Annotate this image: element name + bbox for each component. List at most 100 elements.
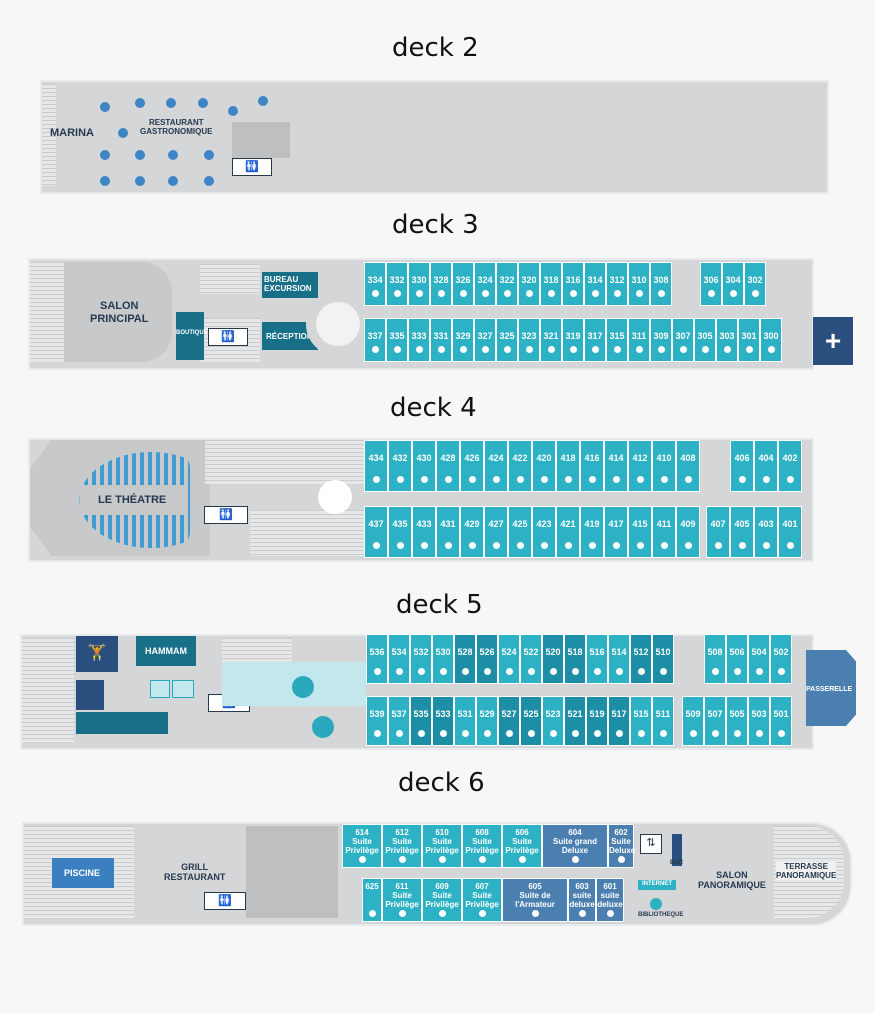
cabin-515[interactable]: 515 <box>630 696 652 746</box>
cabin-308[interactable]: 308 <box>650 262 672 306</box>
cabin-406[interactable]: 406 <box>730 440 754 492</box>
suite-609[interactable]: 609 Suite Privilège <box>422 878 462 922</box>
cabin-527[interactable]: 527 <box>498 696 520 746</box>
cabin-517[interactable]: 517 <box>608 696 630 746</box>
cabin-309[interactable]: 309 <box>650 318 672 362</box>
suite-601[interactable]: 601 suite deluxe <box>596 878 624 922</box>
cabin-533[interactable]: 533 <box>432 696 454 746</box>
cabin-417[interactable]: 417 <box>604 506 628 558</box>
cabin-310[interactable]: 310 <box>628 262 650 306</box>
cabin-324[interactable]: 324 <box>474 262 496 306</box>
cabin-530[interactable]: 530 <box>432 634 454 684</box>
cabin-323[interactable]: 323 <box>518 318 540 362</box>
cabin-312[interactable]: 312 <box>606 262 628 306</box>
cabin-520[interactable]: 520 <box>542 634 564 684</box>
cabin-507[interactable]: 507 <box>704 696 726 746</box>
cabin-303[interactable]: 303 <box>716 318 738 362</box>
cabin-539[interactable]: 539 <box>366 696 388 746</box>
cabin-434[interactable]: 434 <box>364 440 388 492</box>
suite-612[interactable]: 612 Suite Privilège <box>382 824 422 868</box>
cabin-325[interactable]: 325 <box>496 318 518 362</box>
suite-625[interactable]: 625 <box>362 878 382 922</box>
cabin-534[interactable]: 534 <box>388 634 410 684</box>
cabin-328[interactable]: 328 <box>430 262 452 306</box>
cabin-408[interactable]: 408 <box>676 440 700 492</box>
cabin-514[interactable]: 514 <box>608 634 630 684</box>
cabin-318[interactable]: 318 <box>540 262 562 306</box>
cabin-503[interactable]: 503 <box>748 696 770 746</box>
cabin-418[interactable]: 418 <box>556 440 580 492</box>
cabin-335[interactable]: 335 <box>386 318 408 362</box>
cabin-431[interactable]: 431 <box>436 506 460 558</box>
cabin-319[interactable]: 319 <box>562 318 584 362</box>
cabin-424[interactable]: 424 <box>484 440 508 492</box>
cabin-505[interactable]: 505 <box>726 696 748 746</box>
suite-614[interactable]: 614 Suite Privilège <box>342 824 382 868</box>
cabin-321[interactable]: 321 <box>540 318 562 362</box>
cabin-414[interactable]: 414 <box>604 440 628 492</box>
cabin-428[interactable]: 428 <box>436 440 460 492</box>
cabin-419[interactable]: 419 <box>580 506 604 558</box>
cabin-306[interactable]: 306 <box>700 262 722 306</box>
cabin-405[interactable]: 405 <box>730 506 754 558</box>
suite-611[interactable]: 611 Suite Privilège <box>382 878 422 922</box>
cabin-501[interactable]: 501 <box>770 696 792 746</box>
cabin-525[interactable]: 525 <box>520 696 542 746</box>
cabin-423[interactable]: 423 <box>532 506 556 558</box>
cabin-326[interactable]: 326 <box>452 262 474 306</box>
suite-607[interactable]: 607 Suite Privilège <box>462 878 502 922</box>
cabin-426[interactable]: 426 <box>460 440 484 492</box>
cabin-429[interactable]: 429 <box>460 506 484 558</box>
cabin-427[interactable]: 427 <box>484 506 508 558</box>
cabin-317[interactable]: 317 <box>584 318 606 362</box>
cabin-415[interactable]: 415 <box>628 506 652 558</box>
cabin-410[interactable]: 410 <box>652 440 676 492</box>
cabin-510[interactable]: 510 <box>652 634 674 684</box>
suite-603[interactable]: 603 suite deluxe <box>568 878 596 922</box>
cabin-528[interactable]: 528 <box>454 634 476 684</box>
cabin-425[interactable]: 425 <box>508 506 532 558</box>
cabin-432[interactable]: 432 <box>388 440 412 492</box>
cabin-301[interactable]: 301 <box>738 318 760 362</box>
cabin-437[interactable]: 437 <box>364 506 388 558</box>
cabin-511[interactable]: 511 <box>652 696 674 746</box>
cabin-332[interactable]: 332 <box>386 262 408 306</box>
cabin-316[interactable]: 316 <box>562 262 584 306</box>
cabin-307[interactable]: 307 <box>672 318 694 362</box>
cabin-521[interactable]: 521 <box>564 696 586 746</box>
cabin-536[interactable]: 536 <box>366 634 388 684</box>
cabin-433[interactable]: 433 <box>412 506 436 558</box>
cabin-523[interactable]: 523 <box>542 696 564 746</box>
cabin-334[interactable]: 334 <box>364 262 386 306</box>
cabin-421[interactable]: 421 <box>556 506 580 558</box>
cabin-300[interactable]: 300 <box>760 318 782 362</box>
cabin-416[interactable]: 416 <box>580 440 604 492</box>
cabin-407[interactable]: 407 <box>706 506 730 558</box>
cabin-422[interactable]: 422 <box>508 440 532 492</box>
cabin-509[interactable]: 509 <box>682 696 704 746</box>
cabin-420[interactable]: 420 <box>532 440 556 492</box>
cabin-401[interactable]: 401 <box>778 506 802 558</box>
cabin-305[interactable]: 305 <box>694 318 716 362</box>
cabin-506[interactable]: 506 <box>726 634 748 684</box>
cabin-508[interactable]: 508 <box>704 634 726 684</box>
cabin-435[interactable]: 435 <box>388 506 412 558</box>
suite-602[interactable]: 602 Suite Deluxe <box>608 824 635 868</box>
suite-605[interactable]: 605 Suite de l'Armateur <box>502 878 568 922</box>
cabin-330[interactable]: 330 <box>408 262 430 306</box>
cabin-516[interactable]: 516 <box>586 634 608 684</box>
cabin-329[interactable]: 329 <box>452 318 474 362</box>
cabin-404[interactable]: 404 <box>754 440 778 492</box>
cabin-518[interactable]: 518 <box>564 634 586 684</box>
cabin-320[interactable]: 320 <box>518 262 540 306</box>
cabin-304[interactable]: 304 <box>722 262 744 306</box>
cabin-315[interactable]: 315 <box>606 318 628 362</box>
cabin-535[interactable]: 535 <box>410 696 432 746</box>
suite-604[interactable]: 604 Suite grand Deluxe <box>542 824 608 868</box>
cabin-314[interactable]: 314 <box>584 262 606 306</box>
suite-606[interactable]: 606 Suite Privilège <box>502 824 542 868</box>
cabin-537[interactable]: 537 <box>388 696 410 746</box>
cabin-522[interactable]: 522 <box>520 634 542 684</box>
cabin-322[interactable]: 322 <box>496 262 518 306</box>
cabin-524[interactable]: 524 <box>498 634 520 684</box>
